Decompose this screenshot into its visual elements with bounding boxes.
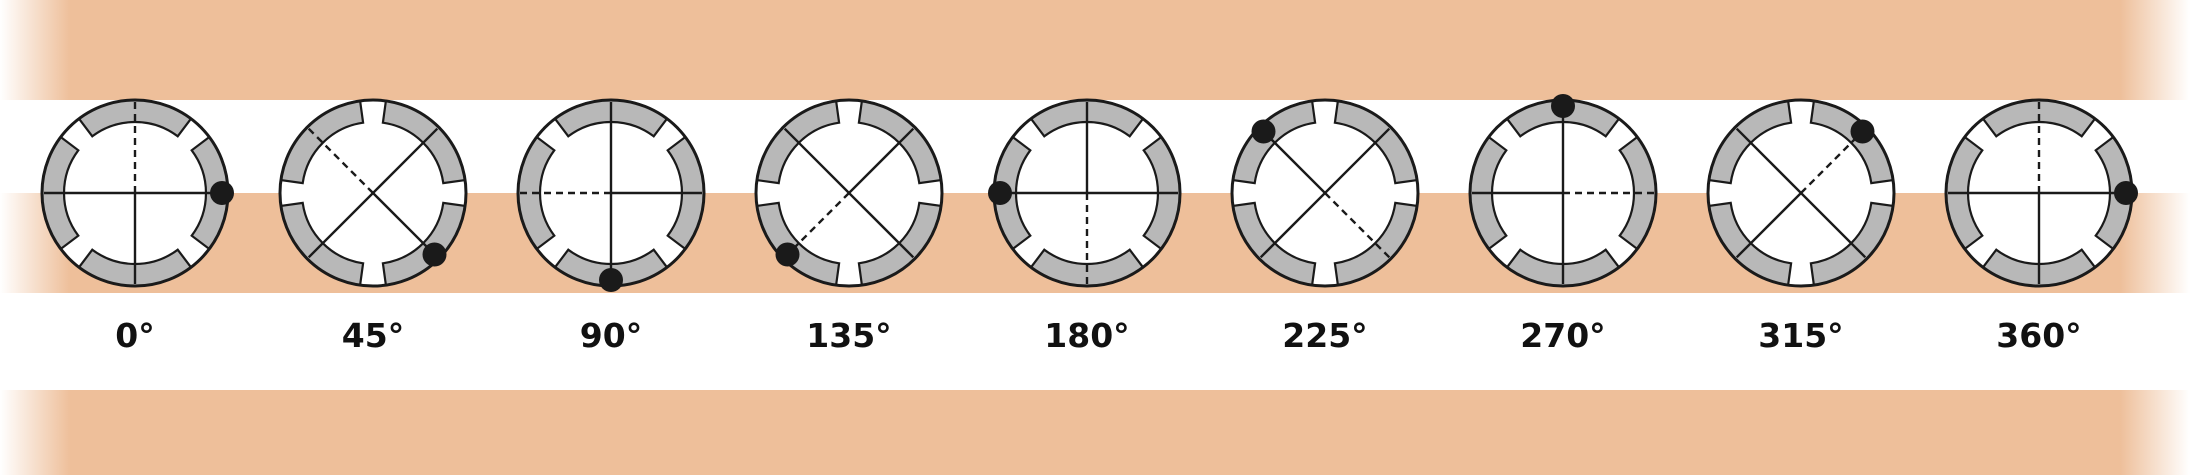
bearing-diagram <box>40 98 234 288</box>
arm-line <box>307 192 374 259</box>
bearing-diagram <box>1230 98 1420 288</box>
arm-line <box>1259 192 1326 259</box>
bearing-outline <box>278 98 468 288</box>
arm-line <box>1324 127 1391 194</box>
bearing-diagram <box>278 98 468 288</box>
bearing-diagram <box>1944 98 2138 288</box>
angle-label: 315° <box>1758 316 1843 355</box>
position-marker-dot <box>2114 181 2138 205</box>
bearing-outline <box>1706 98 1896 288</box>
dashed-arm-line <box>307 127 374 194</box>
top-band <box>0 0 2190 100</box>
angle-label: 90° <box>580 316 642 355</box>
position-marker-dot <box>1251 119 1276 144</box>
arm-line <box>848 127 915 194</box>
arm-line <box>372 127 439 194</box>
position-marker-dot <box>210 181 234 205</box>
angle-label: 270° <box>1520 316 1605 355</box>
arm-line <box>1735 192 1802 259</box>
position-marker-dot <box>1551 94 1575 118</box>
position-marker-dot <box>988 181 1012 205</box>
arm-line <box>783 127 850 194</box>
position-marker-dot <box>422 242 447 267</box>
position-marker-dot <box>1850 119 1875 144</box>
bottom-band <box>0 390 2190 475</box>
position-marker-dot <box>775 242 800 267</box>
arm-line <box>1800 192 1867 259</box>
angle-label: 225° <box>1282 316 1367 355</box>
angle-label: 135° <box>806 316 891 355</box>
arm-line <box>1735 127 1802 194</box>
bearing-diagram <box>988 98 1182 288</box>
arm-line <box>848 192 915 259</box>
bearing-diagram <box>1468 94 1658 288</box>
bearing-outline <box>754 98 944 288</box>
bearing-diagram <box>1706 98 1896 288</box>
angle-label: 45° <box>342 316 404 355</box>
bearing-outline <box>1230 98 1420 288</box>
dashed-arm-line <box>1324 192 1391 259</box>
angle-label: 180° <box>1044 316 1129 355</box>
angle-label: 360° <box>1996 316 2081 355</box>
position-marker-dot <box>599 268 623 292</box>
angle-label: 0° <box>115 316 154 355</box>
bearing-diagram <box>754 98 944 288</box>
bearing-diagram <box>516 98 706 292</box>
